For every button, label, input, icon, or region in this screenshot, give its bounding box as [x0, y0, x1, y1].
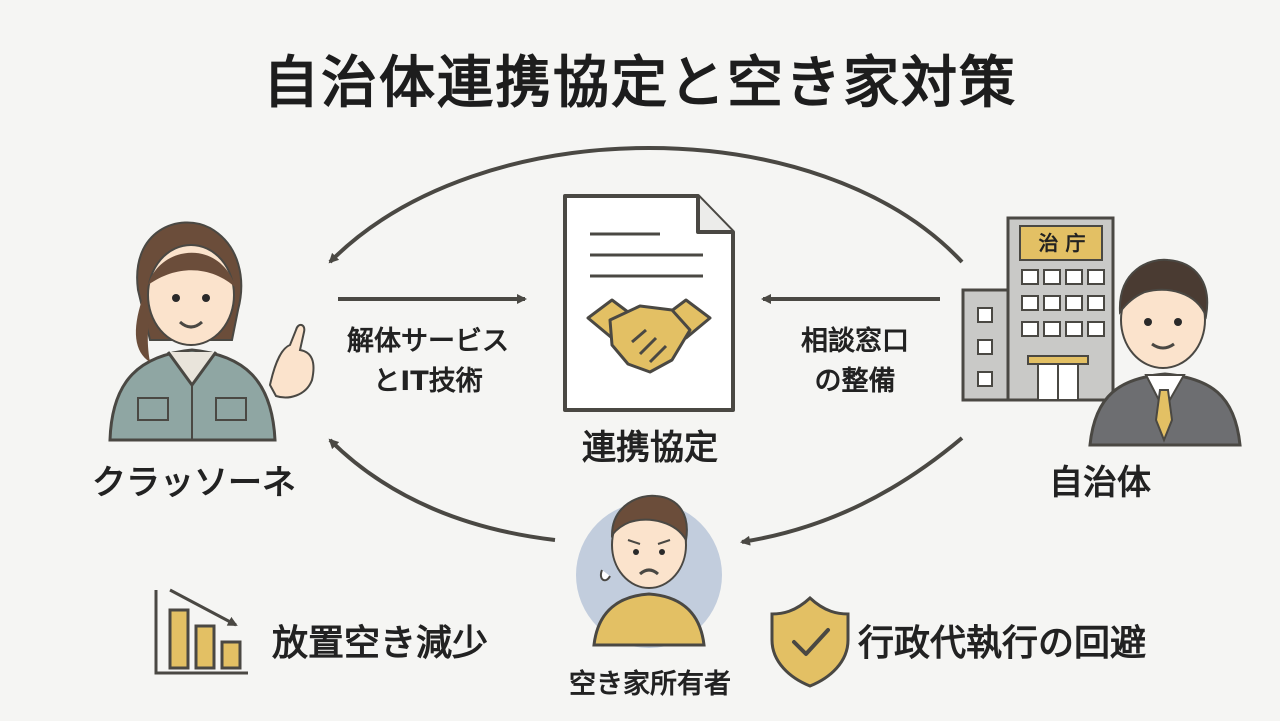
- shield-check-icon: [770, 595, 850, 688]
- arrow-bottom-left-curve: [328, 438, 556, 542]
- right-contribution-line1: 相談窓口: [801, 326, 909, 357]
- page-title: 自治体連携協定と空き家対策: [263, 51, 1017, 116]
- right-contribution-line2: の整備: [814, 366, 896, 397]
- city-hall-building-icon: [961, 216, 1115, 402]
- municipality-label: 自治体: [1049, 463, 1151, 503]
- benefit-right-label: 行政代執行の回避: [858, 623, 1147, 664]
- benefit-left-label: 放置空き減少: [272, 623, 489, 664]
- owner-label: 空き家所有者: [569, 669, 731, 700]
- vacant-house-owner-avatar: [576, 494, 722, 648]
- clasone-label: クラッソーネ: [92, 463, 296, 503]
- building-sign: 治 庁: [1038, 231, 1086, 255]
- agreement-document-icon: [563, 194, 735, 412]
- left-contribution-line2: とIT技術: [373, 366, 483, 397]
- left-contribution-line1: 解体サービス: [347, 326, 509, 357]
- handshake-icon: [586, 298, 712, 374]
- bar-chart-decreasing-icon: [154, 588, 248, 675]
- right-contribution-text: 相談窓口 の整備: [780, 322, 930, 402]
- arrow-bottom-right-curve: [740, 436, 964, 546]
- arrow-top-curve: [328, 146, 964, 264]
- municipal-officer-illustration: [1088, 258, 1242, 447]
- agreement-label: 連携協定: [582, 428, 718, 468]
- left-contribution-text: 解体サービス とIT技術: [322, 322, 534, 402]
- clasone-staff-illustration: [108, 221, 315, 442]
